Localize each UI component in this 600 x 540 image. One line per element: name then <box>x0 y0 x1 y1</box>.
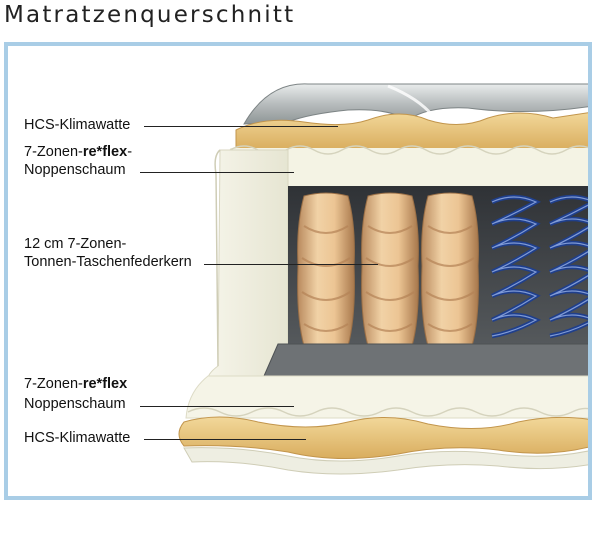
leader-top-wadding <box>144 126 338 127</box>
leader-spring <box>204 264 378 265</box>
pocket-spring <box>297 192 355 351</box>
coil-spring <box>549 194 588 339</box>
label-spring-line2: Tonnen-Taschenfederkern <box>24 254 192 270</box>
label-bottom-foam-line2: Noppenschaum <box>24 396 126 412</box>
diagram-frame: HCS-Klimawatte 7-Zonen-re*flex- Noppensc… <box>4 42 592 500</box>
label-top-foam-line2: Noppenschaum <box>24 162 126 178</box>
pocket-spring <box>421 192 479 351</box>
pocket-spring <box>361 192 419 351</box>
leader-top-foam <box>140 172 294 173</box>
bottom-cover <box>183 447 588 475</box>
page-title: Matratzenquerschnitt <box>4 2 296 28</box>
top-foam-layer <box>230 148 588 186</box>
label-top-foam-line1: 7-Zonen-re*flex- <box>24 144 133 160</box>
top-wadding-layer <box>235 112 588 151</box>
brand-reflex: re*flex <box>82 144 128 160</box>
leader-bottom-wadding <box>144 439 306 440</box>
bottom-foam-layer <box>185 375 588 419</box>
leader-bottom-foam <box>140 406 294 407</box>
label-bottom-wadding: HCS-Klimawatte <box>24 430 131 446</box>
coil-spring <box>491 194 542 339</box>
coil-springs <box>491 194 588 339</box>
label-spring-line1: 12 cm 7-Zonen- <box>24 236 127 252</box>
top-cover <box>243 83 588 125</box>
label-bottom-foam-line1: 7-Zonen-re*flex <box>24 376 128 392</box>
label-top-wadding: HCS-Klimawatte <box>24 117 131 133</box>
bottom-wadding-layer <box>178 416 588 460</box>
pocket-springs <box>297 192 479 351</box>
brand-reflex: re*flex <box>82 376 128 392</box>
mattress-cross-section <box>178 83 588 475</box>
felt-base <box>263 343 588 377</box>
